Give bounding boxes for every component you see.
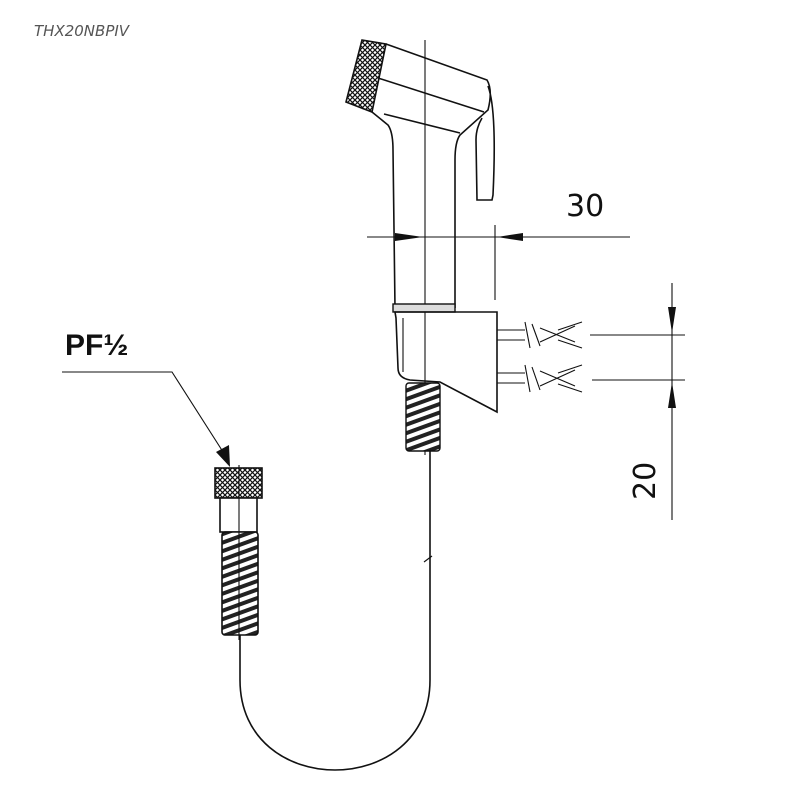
dimension-spacing-label: 20 — [628, 462, 663, 500]
dimension-spacing: 20 — [628, 283, 676, 520]
screw-lower — [497, 364, 685, 393]
model-code: THX20NBPIV — [34, 22, 131, 40]
hose-nut-threaded — [405, 382, 441, 452]
head-outline-left — [371, 111, 396, 309]
threaded-section — [221, 531, 259, 636]
thread-callout: PF½ — [62, 329, 230, 467]
hose-fitting — [214, 465, 263, 640]
spray-head — [345, 39, 496, 313]
wall-bracket — [394, 311, 685, 452]
head-outline-right — [385, 43, 492, 308]
dimension-width-label: 30 — [566, 189, 604, 224]
collar — [392, 303, 456, 313]
screw-upper — [497, 321, 685, 349]
head-inner-line — [377, 77, 485, 113]
thread-label: PF½ — [65, 329, 128, 362]
hose — [239, 451, 431, 771]
dimension-width: 30 — [367, 189, 630, 300]
lever — [475, 85, 496, 201]
nozzle-face — [345, 39, 387, 114]
